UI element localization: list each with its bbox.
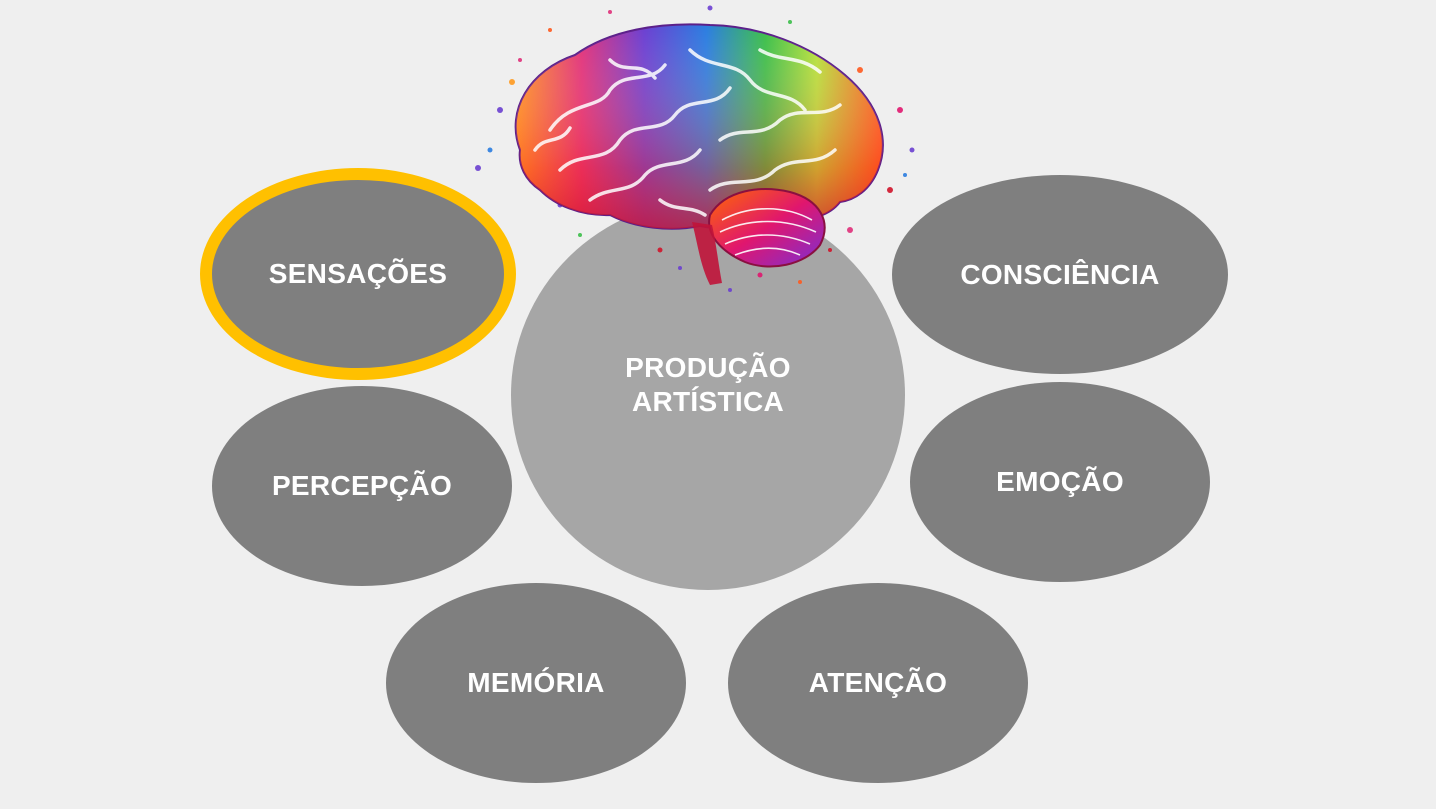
node-memoria[interactable]: MEMÓRIA xyxy=(386,583,686,783)
node-atencao-label: ATENÇÃO xyxy=(808,667,948,698)
node-memoria-label: MEMÓRIA xyxy=(467,667,605,698)
node-consciencia-label: CONSCIÊNCIA xyxy=(960,258,1160,290)
center-node-producao-artistica[interactable]: PRODUÇÃO ARTÍSTICA xyxy=(511,200,905,590)
node-emocao[interactable]: EMOÇÃO xyxy=(910,382,1210,582)
node-emocao-label: EMOÇÃO xyxy=(996,466,1124,497)
node-consciencia[interactable]: CONSCIÊNCIA xyxy=(892,175,1228,374)
node-sensacoes-label: SENSAÇÕES xyxy=(268,258,448,289)
cerebrum-shape xyxy=(514,23,884,230)
node-percepcao-label: PERCEPÇÃO xyxy=(271,470,453,501)
center-node-label: PRODUÇÃO ARTÍSTICA xyxy=(585,351,831,419)
node-percepcao[interactable]: PERCEPÇÃO xyxy=(212,386,512,586)
node-sensacoes[interactable]: SENSAÇÕES xyxy=(200,168,516,380)
center-label-line1: PRODUÇÃO xyxy=(625,352,791,383)
brain-folds xyxy=(533,48,842,217)
center-label-line2: ARTÍSTICA xyxy=(631,386,785,417)
node-atencao[interactable]: ATENÇÃO xyxy=(728,583,1028,783)
